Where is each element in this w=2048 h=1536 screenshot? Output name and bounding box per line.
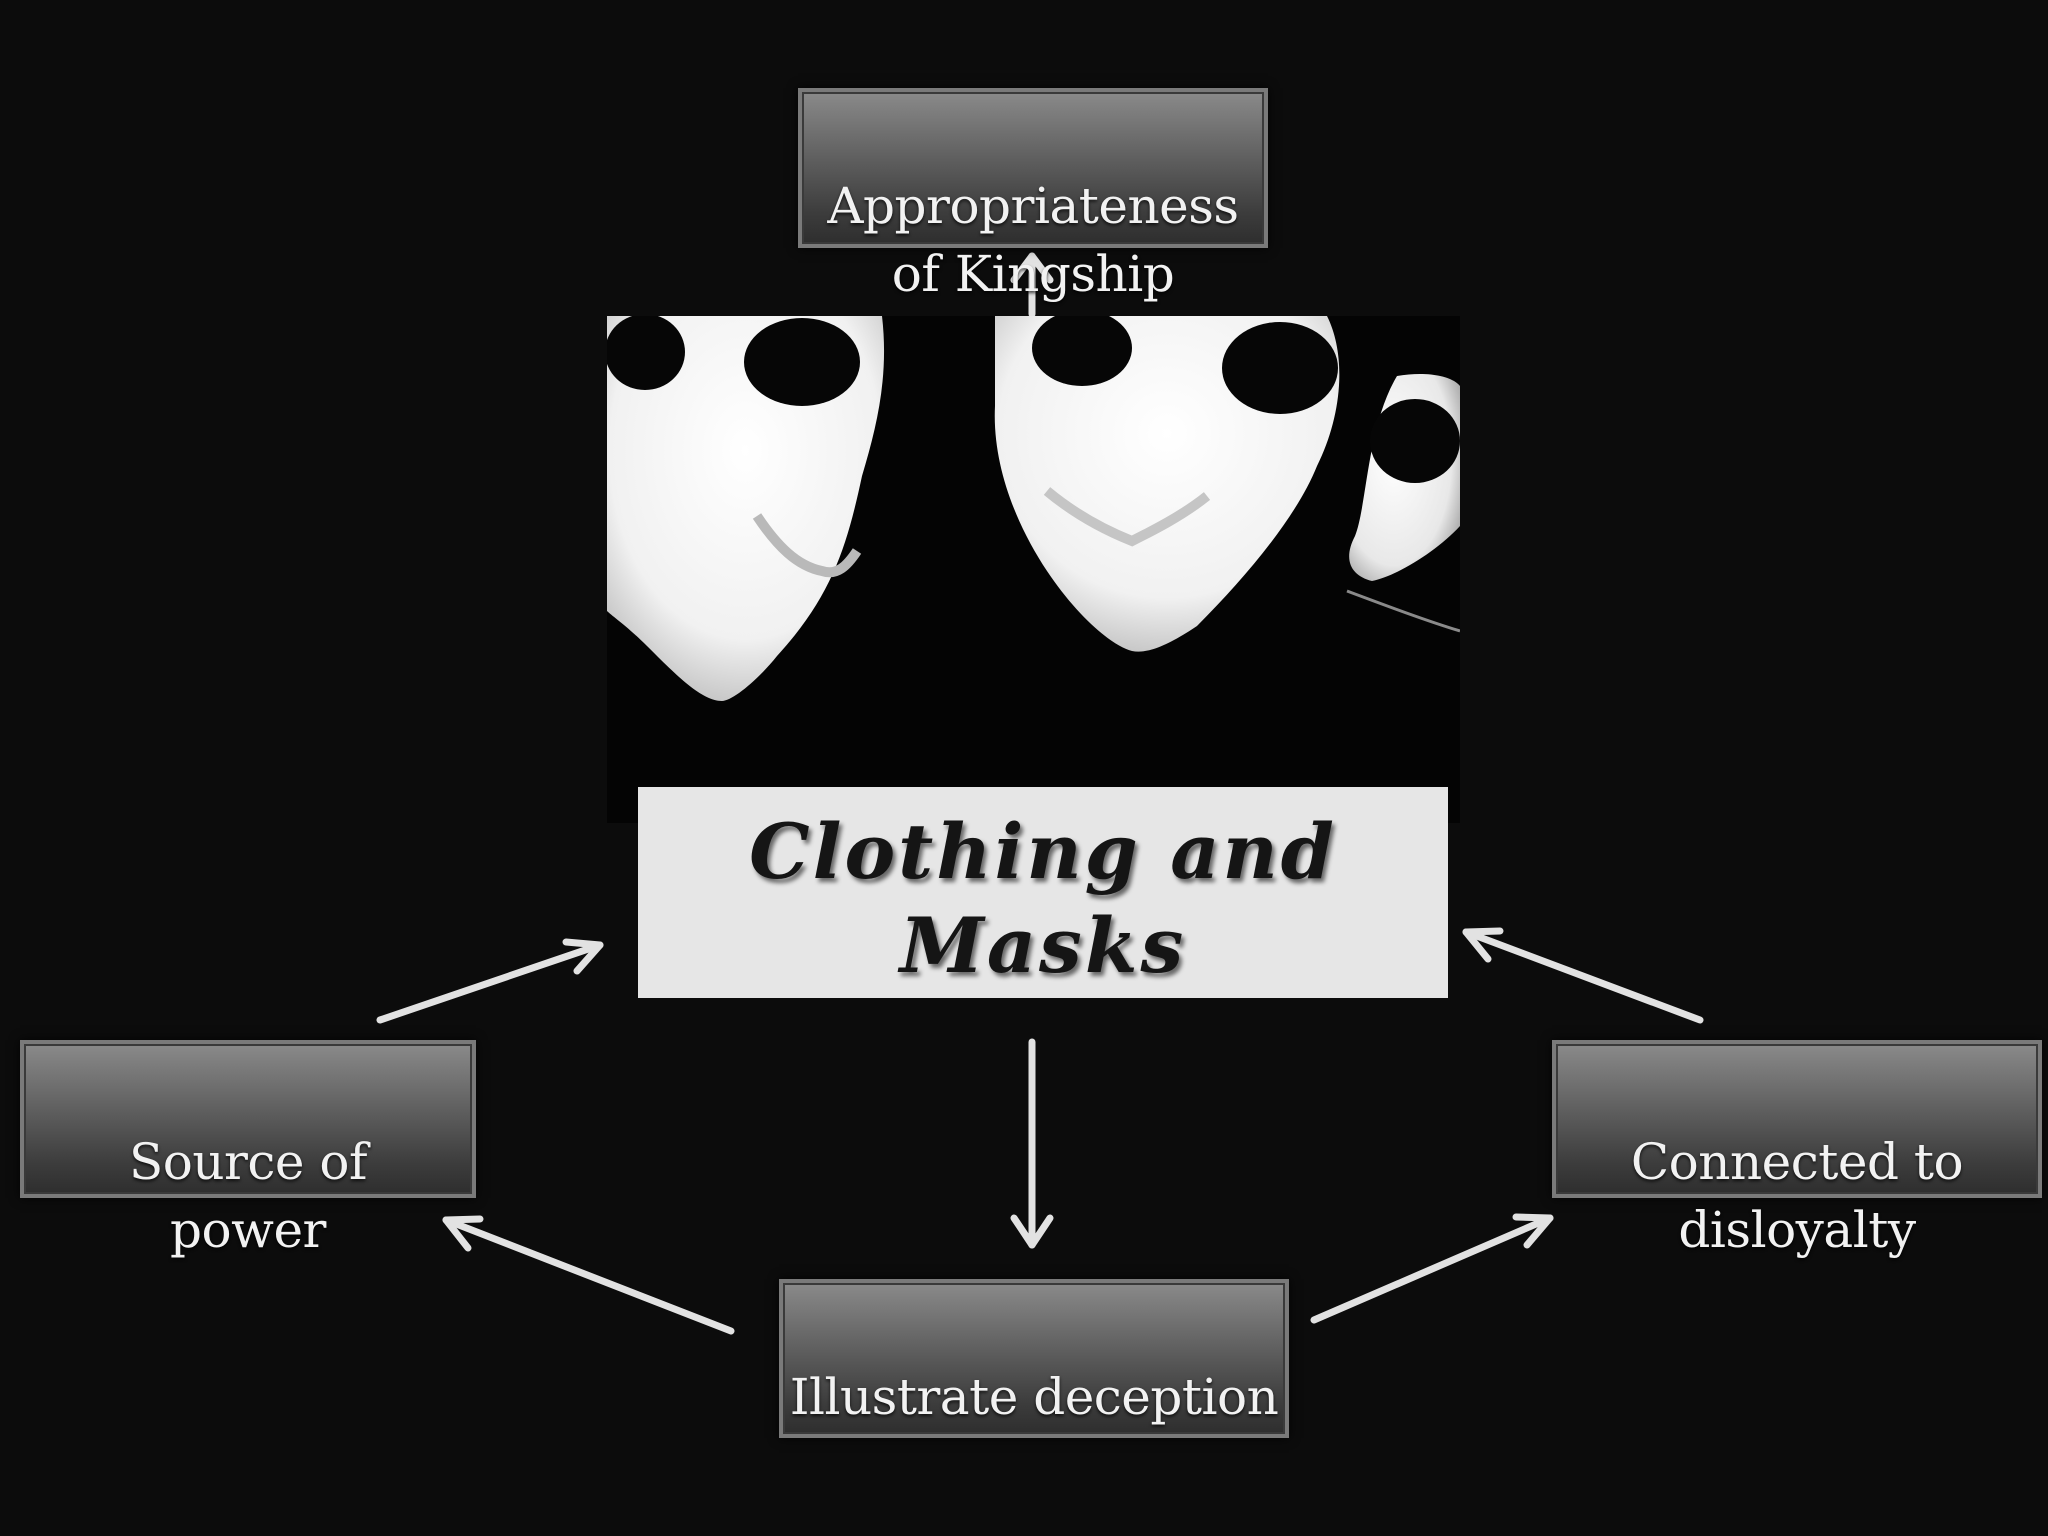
node-left-label: Source of power: [24, 1128, 472, 1264]
node-top-label: Appropriateness of Kingship: [802, 172, 1264, 308]
node-bottom-label: Illustrate deception: [783, 1363, 1285, 1431]
masks-photo: [607, 316, 1460, 823]
node-right-label: Connected to disloyalty: [1556, 1128, 2038, 1264]
central-topic-line2: Masks: [638, 899, 1448, 993]
arrow-left-to-center: [380, 942, 600, 1020]
arrow-bottom-to-right: [1314, 1217, 1550, 1320]
node-source-of-power: Source of power: [20, 1040, 476, 1198]
white-masks-image: [607, 316, 1460, 823]
arrow-to-bottom: [1014, 1042, 1050, 1245]
central-topic-box: Clothing and Masks: [638, 787, 1448, 998]
node-illustrate-deception: Illustrate deception: [779, 1279, 1289, 1438]
central-topic-line1: Clothing and: [638, 805, 1448, 899]
node-appropriateness-of-kingship: Appropriateness of Kingship: [798, 88, 1268, 248]
node-connected-to-disloyalty: Connected to disloyalty: [1552, 1040, 2042, 1198]
arrow-bottom-to-left: [446, 1219, 731, 1331]
arrow-right-to-center: [1466, 931, 1700, 1020]
